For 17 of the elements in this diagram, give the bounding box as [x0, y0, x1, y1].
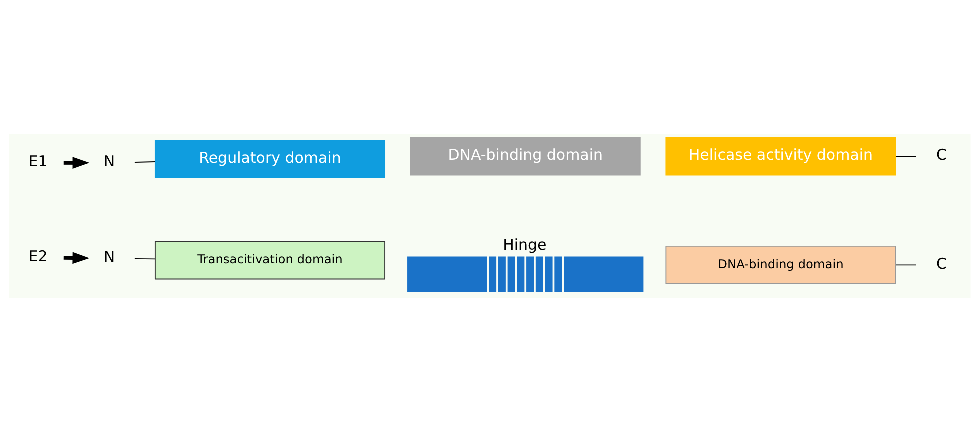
arrow: [64, 156, 90, 168]
node-text: C: [936, 254, 947, 272]
node-text: E1: [28, 152, 48, 170]
node-text: N: [104, 152, 116, 170]
node-text: N: [104, 248, 116, 266]
node-label: Hinge: [503, 236, 547, 254]
node-box: Transacitivation domain: [154, 240, 386, 280]
node-text: C: [936, 146, 947, 164]
connector: [134, 258, 156, 260]
node-box: Helicase activity domain: [666, 136, 896, 176]
node-box: DNA-binding domain: [666, 245, 896, 284]
node-box: Regulatory domain: [154, 140, 386, 178]
connector: [896, 264, 917, 266]
node-text: E2: [28, 246, 48, 265]
connector: [134, 161, 156, 162]
node-box: DNA-binding domain: [410, 136, 641, 176]
arrow: [64, 252, 90, 264]
